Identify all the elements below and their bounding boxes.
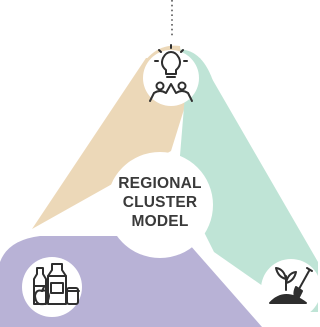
center-label-line-2: CLUSTER [122, 194, 198, 211]
center-label-line-1: REGIONAL [118, 175, 202, 192]
center-label-line-3: MODEL [131, 213, 189, 230]
mint-segment [178, 58, 318, 312]
center-label: REGIONAL CLUSTER MODEL [110, 174, 210, 231]
groceries-icon [33, 263, 80, 306]
center-circle [107, 152, 213, 258]
community-idea-icon [149, 44, 193, 102]
farming-icon [269, 267, 313, 304]
bottom-right-icon-circle [261, 259, 320, 319]
